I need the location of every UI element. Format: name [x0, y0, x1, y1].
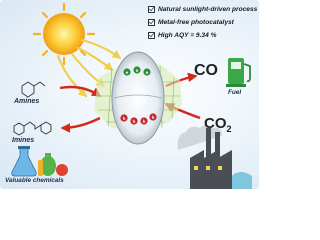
diagram-art: e e e h h h h: [11, 2, 252, 189]
electron-3: [143, 68, 151, 76]
hole-label-1: h: [123, 116, 126, 121]
imine-molecule: [13, 121, 52, 136]
imines-label: Imines: [12, 137, 35, 144]
feature-item-2: Metal-free photocatalyst: [148, 16, 234, 28]
feature-text-3: High AQY = 9.34 %: [158, 31, 217, 39]
hole-1: [120, 114, 128, 122]
electron-label-3: e: [146, 70, 149, 75]
hole-label-3: h: [143, 119, 146, 124]
check-icon: [148, 31, 155, 39]
flask-icon: [11, 146, 68, 177]
valuable-chemicals-label: Valuable chemicals: [5, 177, 64, 184]
co2-label: CO2: [204, 115, 232, 134]
hole-3: [140, 117, 148, 125]
feature-text-2: Metal-free photocatalyst: [158, 18, 234, 26]
co2-label-base: CO: [204, 115, 227, 132]
hole-label-2: h: [133, 119, 136, 124]
feature-item-3: High AQY = 9.34 %: [148, 29, 216, 41]
check-icon: [148, 5, 155, 13]
co-label: CO: [194, 62, 218, 79]
fuel-label: Fuel: [228, 89, 242, 96]
electrons: [123, 66, 151, 76]
hole-label-4: h: [152, 115, 155, 120]
sun-icon: [32, 2, 96, 66]
electron-label-2: e: [136, 68, 139, 73]
fuel-pump-icon: [226, 58, 251, 87]
check-icon: [148, 18, 155, 26]
graphical-abstract: e e e h h h h: [0, 0, 259, 189]
factory-icon: [177, 125, 252, 189]
electron-1: [123, 68, 131, 76]
holes: [120, 113, 157, 125]
amine-molecule: [21, 81, 46, 98]
co2-label-subscript: 2: [226, 124, 232, 134]
hole-2: [130, 117, 138, 125]
electron-label-1: e: [126, 70, 129, 75]
electron-2: [133, 66, 141, 74]
amines-label: Amines: [14, 98, 40, 105]
feature-text-1: Natural sunlight-driven process: [158, 5, 258, 13]
particle-to-imine-arrow: [60, 116, 101, 133]
hole-4: [149, 113, 157, 121]
feature-item-1: Natural sunlight-driven process: [148, 3, 257, 15]
